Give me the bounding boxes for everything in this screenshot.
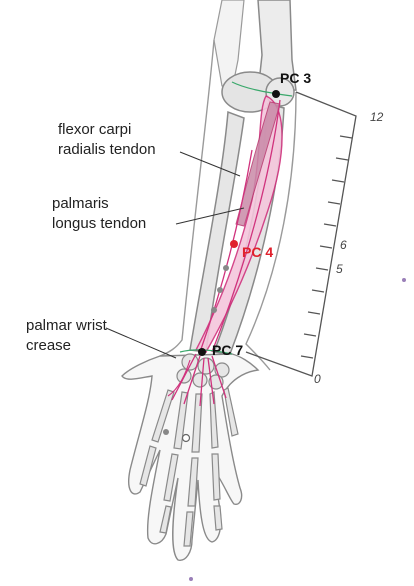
leader-lines [105, 151, 245, 359]
ruler [245, 91, 357, 377]
pc7-label: PC 7 [212, 342, 244, 358]
intermediate-points [163, 265, 229, 443]
ruler-tick-0: 0 [314, 372, 321, 386]
frame-handle-bottom [189, 577, 193, 581]
pc7-point [198, 348, 206, 356]
pc4-label: PC 4 [242, 244, 274, 260]
pc4-point [230, 240, 238, 248]
pc3-label: PC 3 [280, 70, 312, 86]
pc3-point [272, 90, 280, 98]
ruler-tick-12: 12 [370, 110, 384, 124]
flexor-carpi-label-line2: radialis tendon [58, 141, 156, 158]
wrist-crease-label-line2: crease [26, 337, 72, 354]
hand-bones [139, 353, 239, 547]
palmaris-label-line2: longus tendon [52, 215, 147, 232]
hand-outline [121, 353, 260, 561]
ruler-tick-5: 5 [336, 262, 343, 276]
palmaris-label-line1: palmaris [52, 195, 109, 212]
wrist-crease-label-line1: palmar wrist [26, 317, 107, 334]
ruler-tick-6: 6 [340, 238, 347, 252]
elbow-crease-line [231, 81, 293, 97]
frame-handle-right [402, 278, 406, 282]
flexor-carpi-label-line1: flexor carpi [58, 121, 132, 138]
